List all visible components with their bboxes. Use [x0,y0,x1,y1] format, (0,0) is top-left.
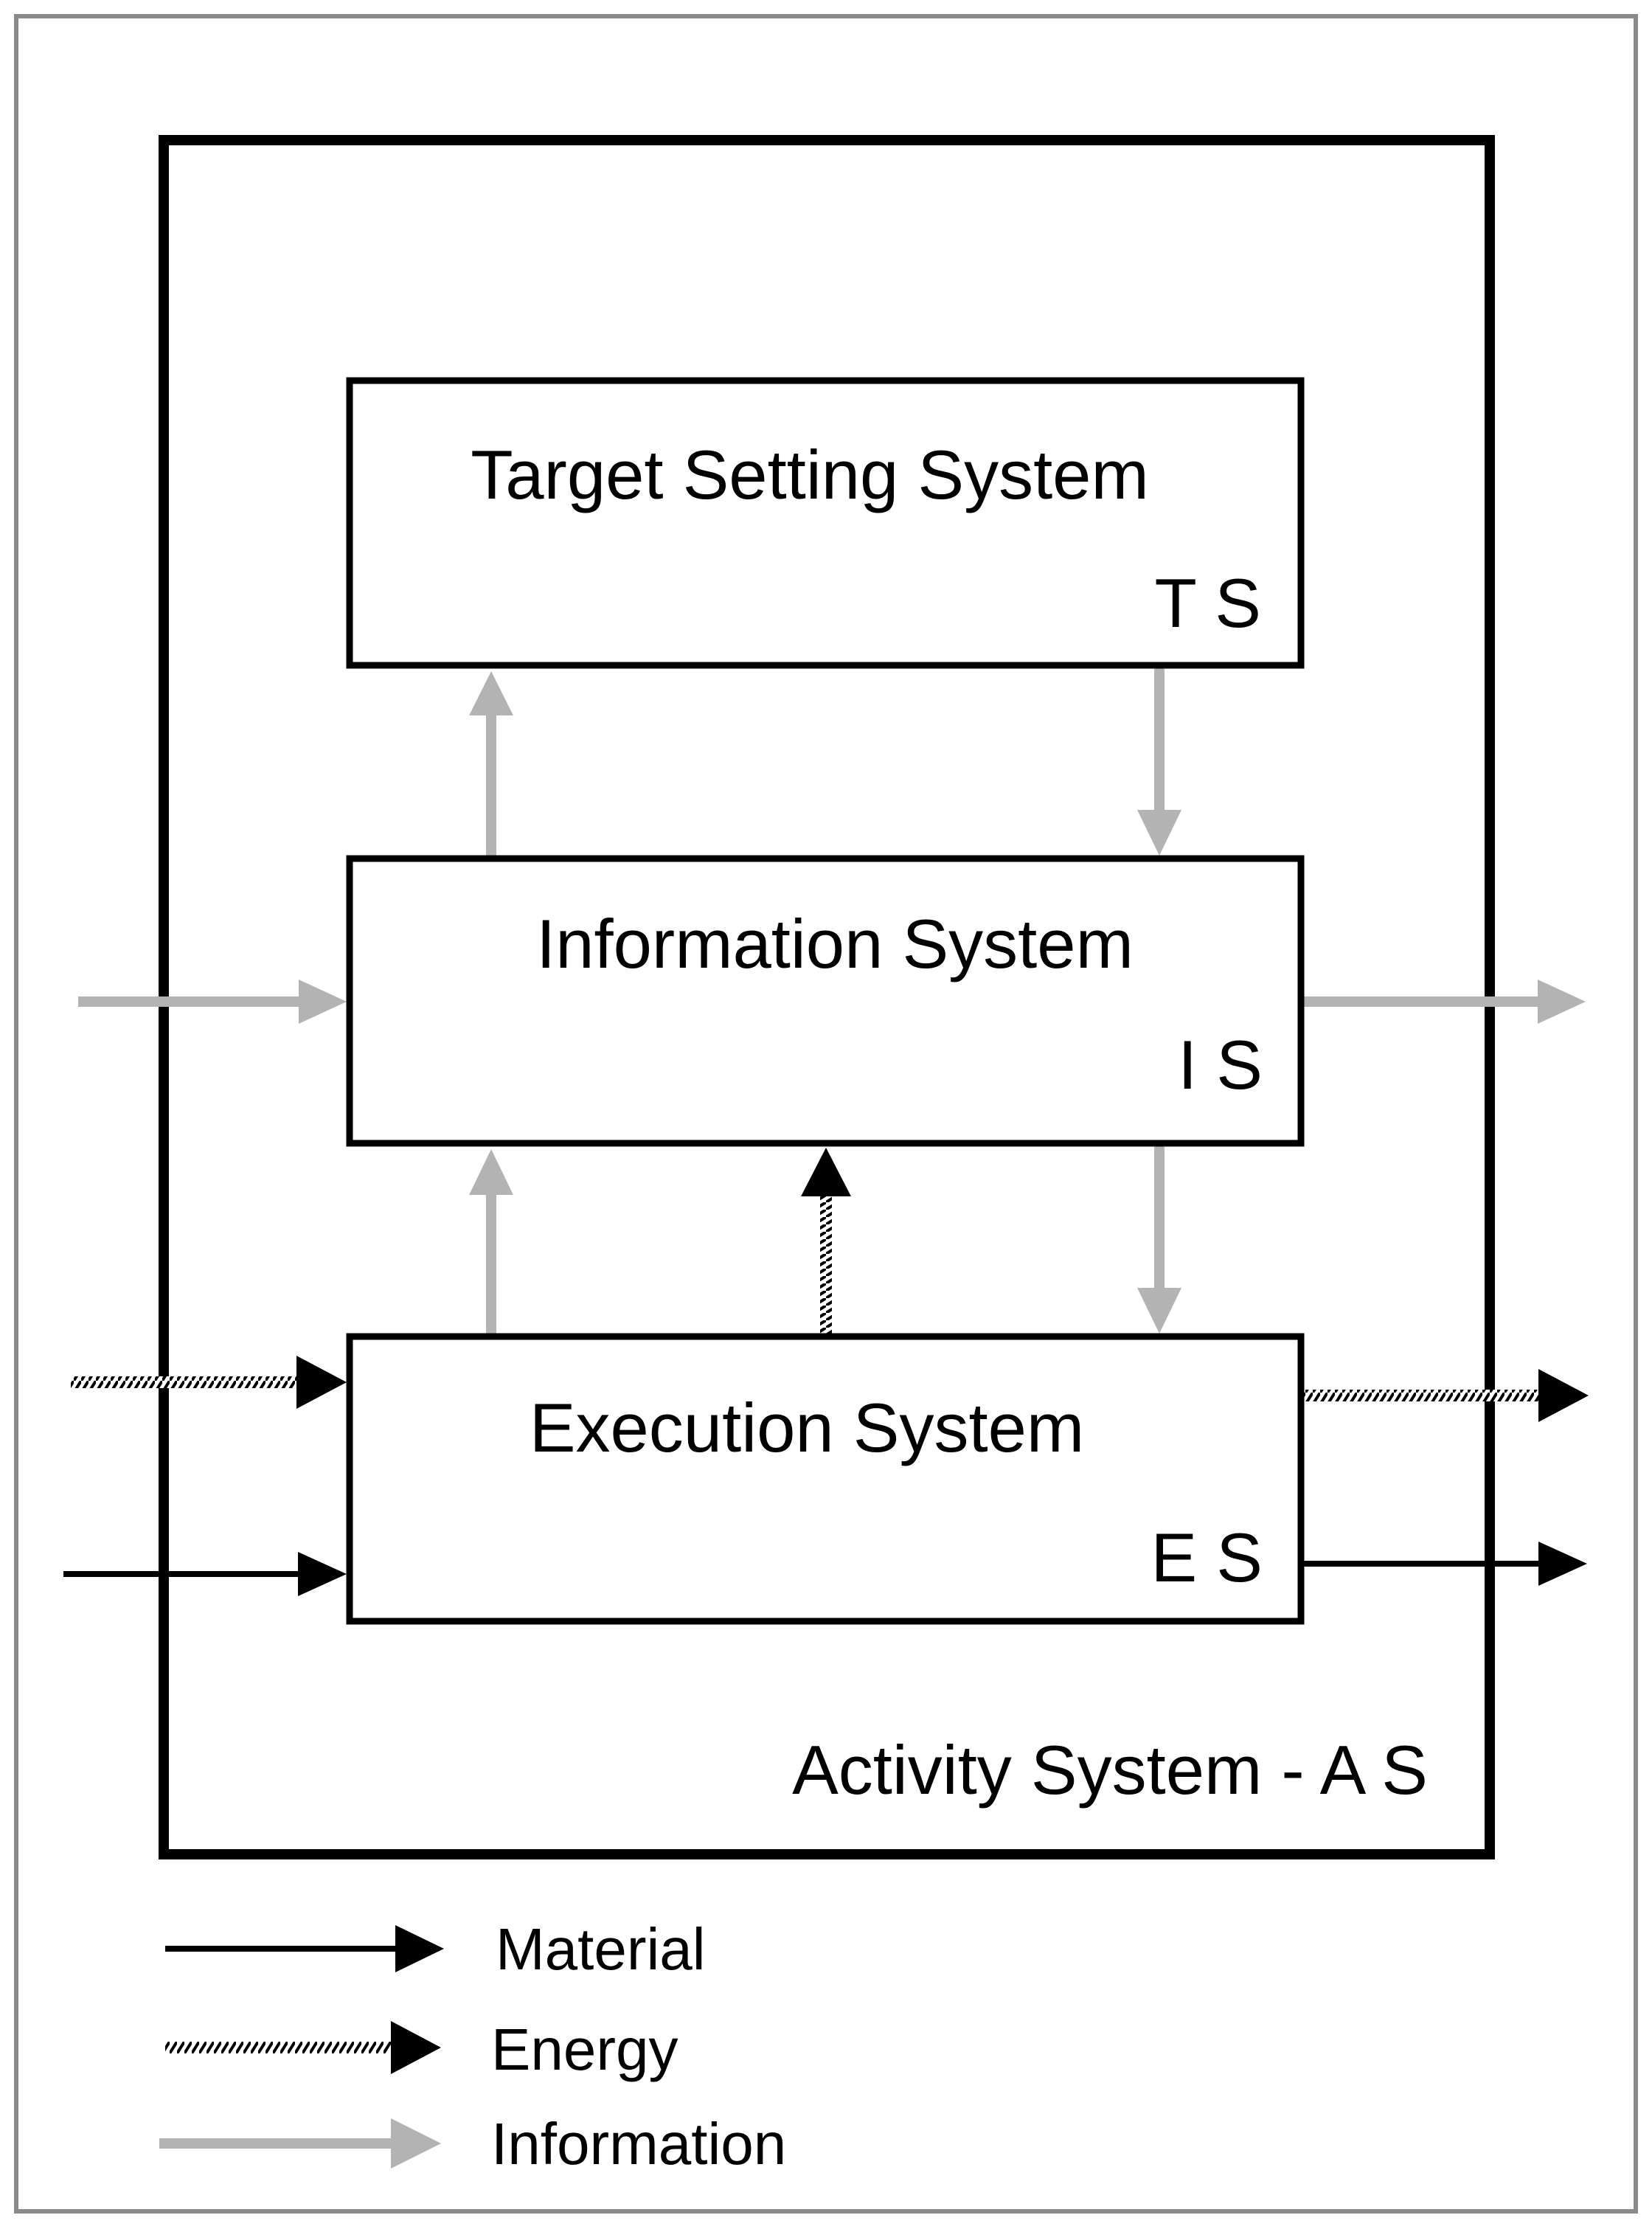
info-arrow-ts-to-is [1137,668,1181,856]
execution-system-code: E S [1150,1519,1263,1596]
information-flows [78,668,1586,1334]
info-arrow-es-to-is [469,1149,513,1334]
legend-energy-label: Energy [491,2017,678,2082]
information-system: Information System I S [346,855,1305,1147]
execution-system-title: Execution System [530,1389,1084,1466]
target-setting-system-box [346,377,1305,669]
energy-arrow-es-to-is [801,1148,851,1334]
info-arrow-output [1301,980,1586,1024]
legend-energy: Energy [165,2017,678,2082]
information-system-box [346,855,1305,1147]
information-system-code: I S [1178,1026,1263,1103]
legend-information-label: Information [491,2111,786,2177]
execution-system: Execution System E S [346,1333,1305,1625]
target-setting-system-code: T S [1154,564,1261,642]
energy-arrow-input [71,1356,347,1409]
info-arrow-is-to-ts [469,671,513,856]
material-arrow-input [63,1552,347,1596]
target-setting-system-title: Target Setting System [471,436,1149,513]
info-arrow-input [78,980,347,1024]
information-system-title: Information System [536,905,1134,982]
legend-information: Information [159,2111,786,2177]
legend-material-label: Material [496,1916,706,1982]
energy-arrow-output [1301,1369,1589,1422]
target-setting-system: Target Setting System T S [346,377,1305,669]
image-frame [14,14,1638,2214]
activity-system-label: Activity System - A S [792,1731,1428,1809]
legend: Material Energy Information [159,1916,786,2177]
execution-system-box [346,1333,1305,1625]
energy-flows [71,1148,1589,1422]
legend-material: Material [165,1916,706,1982]
material-flows [63,1542,1587,1596]
material-arrow-output [1301,1542,1587,1586]
info-arrow-is-to-es [1137,1146,1181,1334]
